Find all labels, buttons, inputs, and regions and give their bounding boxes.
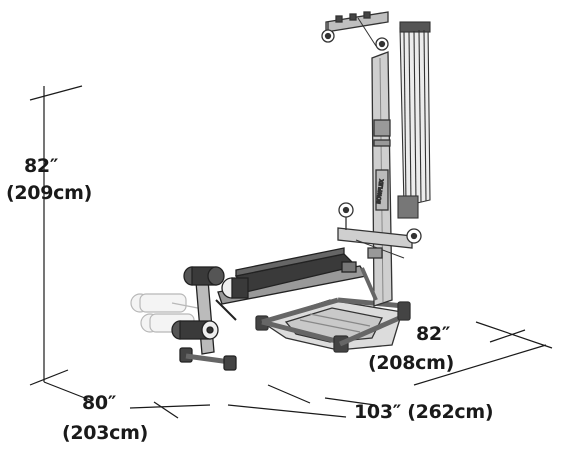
svg-text:BOWFLEX: BOWFLEX xyxy=(376,179,385,205)
depth-imperial-label: 82″ xyxy=(416,323,451,345)
bench xyxy=(217,247,378,305)
lat-crossbar xyxy=(337,202,422,259)
depth-metric-label: (208cm) xyxy=(368,352,454,374)
width-metric-label: (203cm) xyxy=(62,422,148,444)
dimension-lines xyxy=(29,85,553,419)
base-frame xyxy=(255,297,411,353)
power-rod-bundle xyxy=(397,21,431,219)
height-metric-label: (209cm) xyxy=(6,182,92,204)
leg-extension-unit xyxy=(171,266,249,371)
folded-leg-ghost xyxy=(130,293,211,333)
height-imperial-label: 82″ xyxy=(24,155,59,177)
width-imperial-label: 80″ xyxy=(82,392,117,414)
length-label: 103″ (262cm) xyxy=(354,401,494,423)
